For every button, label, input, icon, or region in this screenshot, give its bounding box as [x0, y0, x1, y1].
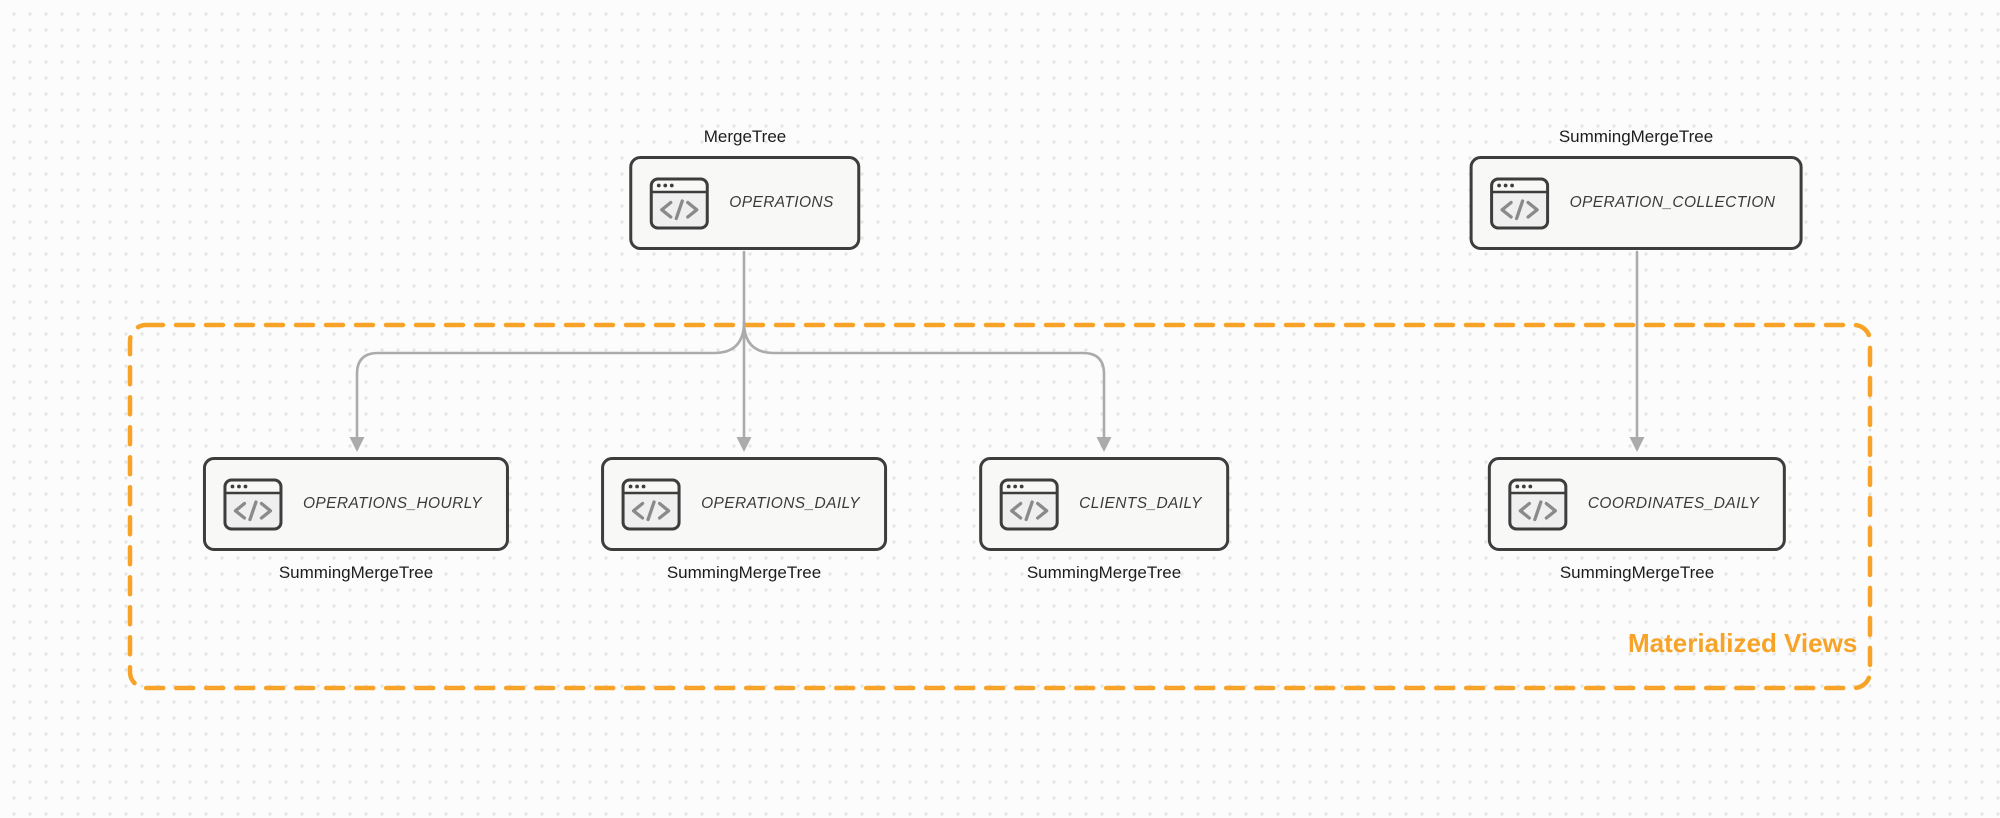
table-box-coordinates-daily[interactable]: COORDINATES_DAILY [1487, 457, 1787, 551]
table-box-operation-collection[interactable]: OPERATION_COLLECTION [1469, 156, 1803, 250]
engine-label: SummingMergeTree [1559, 563, 1715, 582]
table-name: OPERATIONS_DAILY [701, 495, 860, 512]
arrowhead-clients [1096, 437, 1112, 452]
table-box-operations-hourly[interactable]: OPERATIONS_HOURLY [202, 457, 510, 551]
code-window-icon [621, 478, 681, 530]
node-operations[interactable]: MergeTree OPERATIONS [629, 127, 861, 250]
node-operations-daily[interactable]: OPERATIONS_DAILY SummingMergeTree [601, 457, 887, 582]
arrowhead-daily [736, 437, 752, 452]
table-box-clients-daily[interactable]: CLIENTS_DAILY [979, 457, 1229, 551]
engine-label: MergeTree [703, 127, 787, 146]
engine-label: SummingMergeTree [666, 563, 822, 582]
table-name: OPERATIONS [729, 194, 834, 211]
materialized-views-label: Materialized Views [1628, 628, 1858, 658]
node-coordinates-daily[interactable]: COORDINATES_DAILY SummingMergeTree [1487, 457, 1787, 582]
arrowhead-hourly [349, 437, 365, 452]
table-box-operations[interactable]: OPERATIONS [629, 156, 861, 250]
table-name: COORDINATES_DAILY [1587, 495, 1760, 512]
node-operation-collection[interactable]: SummingMergeTree OPERATION_COLLECTION [1469, 127, 1803, 250]
table-name: OPERATIONS_HOURLY [302, 495, 483, 512]
code-window-icon [223, 478, 283, 530]
edge-operations-to-clients [742, 320, 1106, 440]
code-window-icon [1508, 478, 1568, 530]
node-clients-daily[interactable]: CLIENTS_DAILY SummingMergeTree [979, 457, 1229, 582]
code-window-icon [1490, 177, 1550, 229]
table-name: CLIENTS_DAILY [1079, 495, 1202, 512]
table-name: OPERATION_COLLECTION [1569, 194, 1776, 211]
arrowhead-coordinates [1629, 437, 1645, 452]
engine-label: SummingMergeTree [1026, 563, 1182, 582]
engine-label: SummingMergeTree [278, 563, 434, 582]
engine-label: SummingMergeTree [1558, 127, 1714, 146]
node-operations-hourly[interactable]: OPERATIONS_HOURLY SummingMergeTree [202, 457, 510, 582]
table-box-operations-daily[interactable]: OPERATIONS_DAILY [601, 457, 887, 551]
code-window-icon [999, 478, 1059, 530]
code-window-icon [649, 177, 709, 229]
edge-operations-to-hourly [355, 320, 746, 440]
materialized-views-group-border [127, 322, 1873, 691]
